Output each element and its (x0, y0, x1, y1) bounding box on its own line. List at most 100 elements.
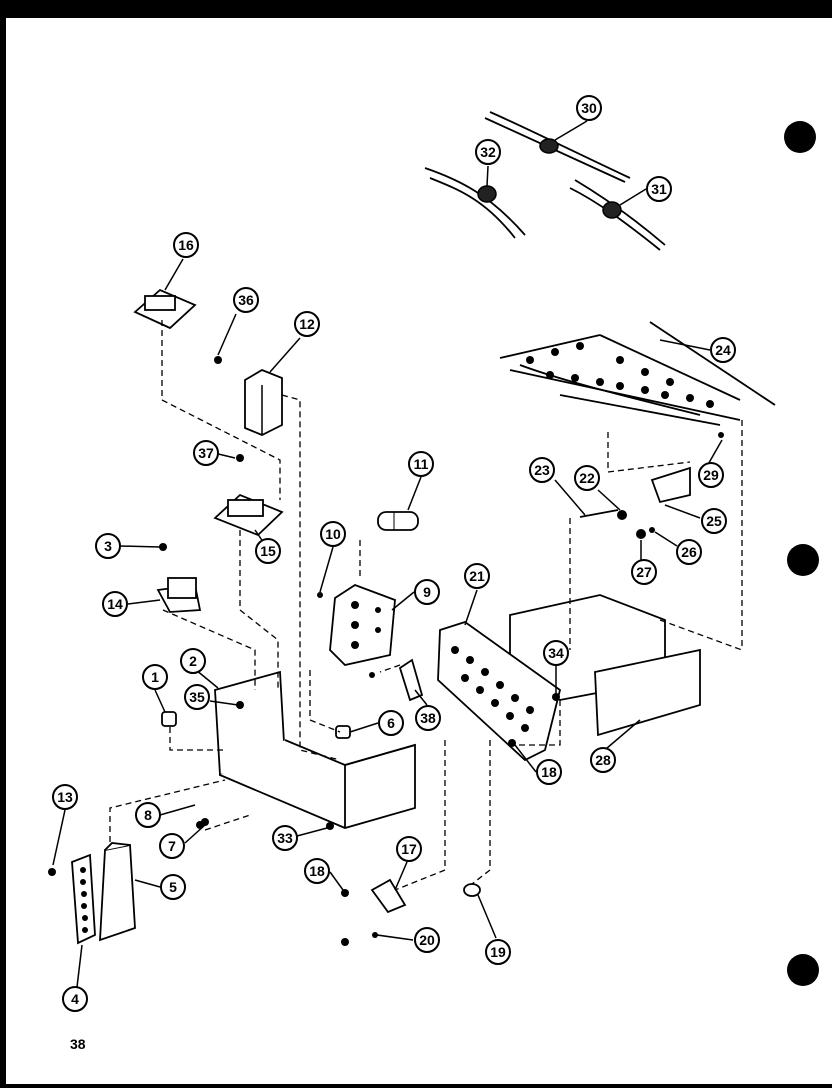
screws (48, 356, 724, 946)
svg-text:16: 16 (178, 237, 194, 253)
bracket-5 (99, 842, 136, 942)
switch-19 (463, 883, 481, 897)
callout-2: 2 (180, 648, 206, 674)
callout-4: 4 (62, 986, 88, 1012)
svg-text:3: 3 (104, 538, 112, 554)
callout-32: 32 (475, 139, 501, 165)
box-12 (244, 369, 283, 436)
callout-17: 17 (396, 836, 422, 862)
fuse-11 (377, 511, 419, 531)
wire-harness-32 (424, 167, 526, 239)
svg-text:8: 8 (144, 807, 152, 823)
callout-13: 13 (52, 784, 78, 810)
svg-text:9: 9 (423, 584, 431, 600)
grommet-6 (335, 725, 351, 739)
control-box-2 (214, 670, 416, 829)
svg-text:11: 11 (414, 456, 429, 472)
svg-text:2: 2 (189, 653, 197, 669)
binder-hole-bottom (787, 954, 819, 986)
callout-37: 37 (193, 440, 219, 466)
svg-text:36: 36 (238, 292, 254, 308)
plug-1 (161, 711, 177, 727)
callout-10: 10 (320, 521, 346, 547)
svg-text:14: 14 (107, 596, 123, 612)
terminal-block-9 (329, 583, 396, 666)
callout-12: 12 (294, 311, 320, 337)
wire-harness-30 (484, 111, 631, 183)
svg-text:21: 21 (469, 568, 485, 584)
svg-text:15: 15 (260, 543, 276, 559)
svg-text:24: 24 (715, 342, 731, 358)
callout-5: 5 (160, 874, 186, 900)
callout-36: 36 (233, 287, 259, 313)
svg-text:20: 20 (419, 932, 435, 948)
binder-hole-middle (787, 544, 819, 576)
callout-34: 34 (543, 640, 569, 666)
svg-text:33: 33 (277, 830, 293, 846)
svg-text:32: 32 (480, 144, 496, 160)
svg-text:34: 34 (548, 645, 564, 661)
callout-33: 33 (272, 825, 298, 851)
svg-text:18: 18 (309, 863, 325, 879)
bracket-38 (398, 658, 424, 702)
svg-text:19: 19 (490, 944, 506, 960)
callout-19: 19 (485, 939, 511, 965)
callout-14: 14 (102, 591, 128, 617)
panel-21 (437, 621, 562, 762)
callout-21: 21 (464, 563, 490, 589)
callout-30: 30 (576, 95, 602, 121)
callout-38: 38 (415, 705, 441, 731)
svg-text:7: 7 (168, 838, 176, 854)
switch-17 (370, 878, 407, 914)
svg-text:35: 35 (189, 689, 205, 705)
page-number: 38 (70, 1036, 86, 1052)
callout-15: 15 (255, 538, 281, 564)
callout-29: 29 (698, 462, 724, 488)
svg-text:31: 31 (651, 181, 667, 197)
svg-text:17: 17 (401, 841, 417, 857)
relay-16 (133, 288, 197, 330)
svg-text:23: 23 (534, 462, 550, 478)
svg-text:37: 37 (198, 445, 214, 461)
scan-bottom-border (0, 1084, 832, 1088)
callout-35: 35 (184, 684, 210, 710)
assembly-lines (109, 320, 743, 891)
svg-text:10: 10 (325, 526, 341, 542)
relay-14 (156, 577, 202, 613)
svg-text:13: 13 (57, 789, 73, 805)
svg-text:38: 38 (420, 710, 436, 726)
svg-text:22: 22 (579, 470, 595, 486)
svg-text:25: 25 (706, 513, 722, 529)
svg-text:29: 29 (703, 467, 719, 483)
callout-3: 3 (95, 533, 121, 559)
svg-text:27: 27 (636, 564, 652, 580)
callout-18-lower: 18 (304, 858, 330, 884)
callout-11: 11 (408, 451, 434, 477)
leader-lines (52, 120, 723, 988)
callout-23: 23 (529, 457, 555, 483)
svg-text:1: 1 (151, 669, 159, 685)
callout-22: 22 (574, 465, 600, 491)
terminal-strip-4 (71, 853, 96, 945)
callout-1: 1 (142, 664, 168, 690)
callout-31: 31 (646, 176, 672, 202)
callout-28: 28 (590, 747, 616, 773)
heater-element-24 (499, 321, 776, 426)
scan-left-border (0, 0, 6, 1088)
binder-hole-top (784, 121, 816, 153)
svg-text:26: 26 (681, 544, 697, 560)
svg-text:12: 12 (299, 316, 315, 332)
scan-top-border (0, 0, 832, 18)
callout-9: 9 (414, 579, 440, 605)
callout-7: 7 (159, 833, 185, 859)
svg-text:5: 5 (169, 879, 177, 895)
callout-16: 16 (173, 232, 199, 258)
callout-18-upper: 18 (536, 759, 562, 785)
callout-20: 20 (414, 927, 440, 953)
svg-text:6: 6 (387, 715, 395, 731)
svg-text:18: 18 (541, 764, 557, 780)
callout-8: 8 (135, 802, 161, 828)
callout-24: 24 (710, 337, 736, 363)
svg-text:30: 30 (581, 100, 597, 116)
